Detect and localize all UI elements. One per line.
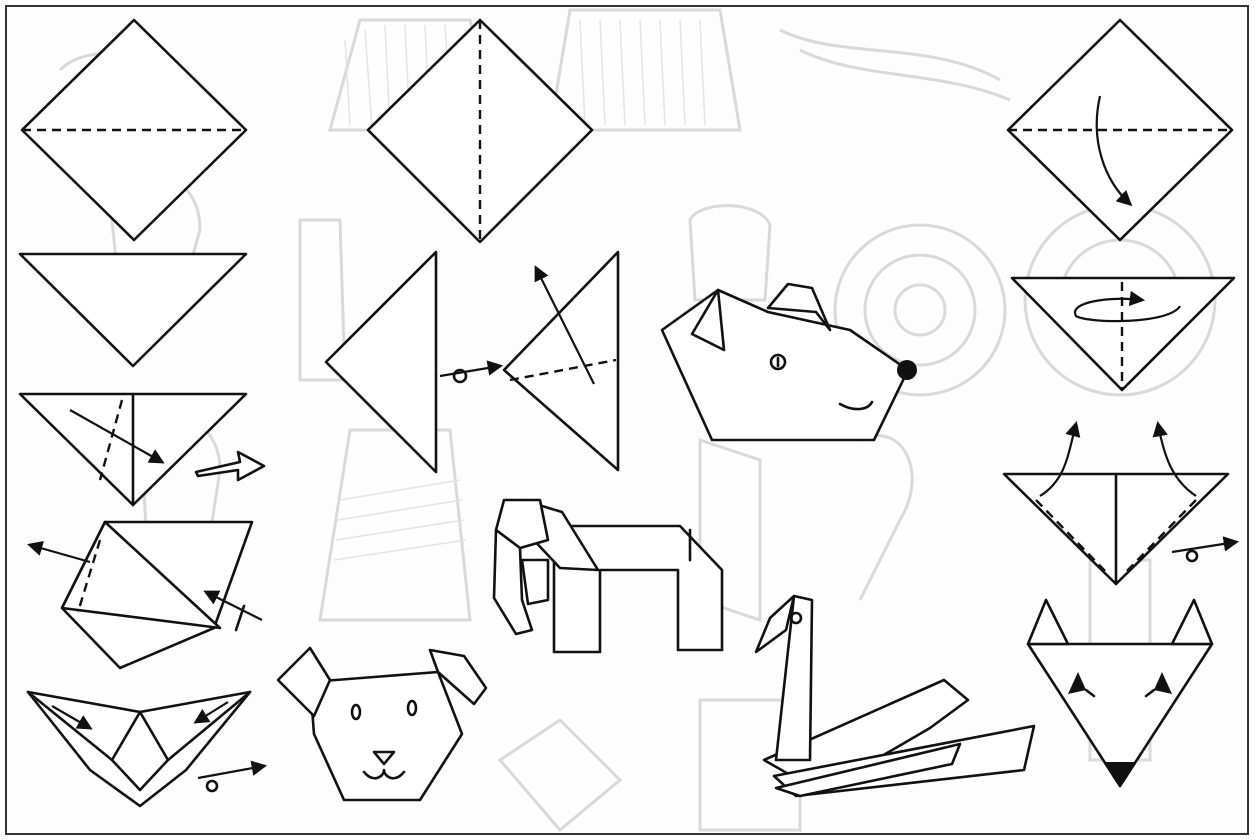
- boat-step-4-fold: [30, 522, 262, 668]
- boat-step-3-fold: [20, 394, 264, 505]
- boat-step-2-triangle: [20, 254, 246, 366]
- elephant-final: [494, 500, 722, 652]
- dog-head-final: [278, 648, 486, 800]
- fox-step-2-triangle: [1012, 278, 1234, 390]
- fox-nose: [1104, 762, 1136, 786]
- swan-final: [756, 596, 1034, 796]
- mouse-nose: [897, 360, 917, 380]
- fox-step-1-square: [1008, 20, 1232, 240]
- mouse-step-3-fold: [440, 252, 618, 470]
- mouse-step-1-square: [368, 20, 592, 242]
- turn-over-arrow: [196, 452, 264, 480]
- fox-head-final: [1028, 600, 1212, 786]
- boat-step-1-square: [22, 20, 246, 240]
- mouse-head-final: [662, 284, 917, 440]
- fox-step-3-fold: [1004, 424, 1236, 584]
- boat-step-5-final: [28, 692, 264, 806]
